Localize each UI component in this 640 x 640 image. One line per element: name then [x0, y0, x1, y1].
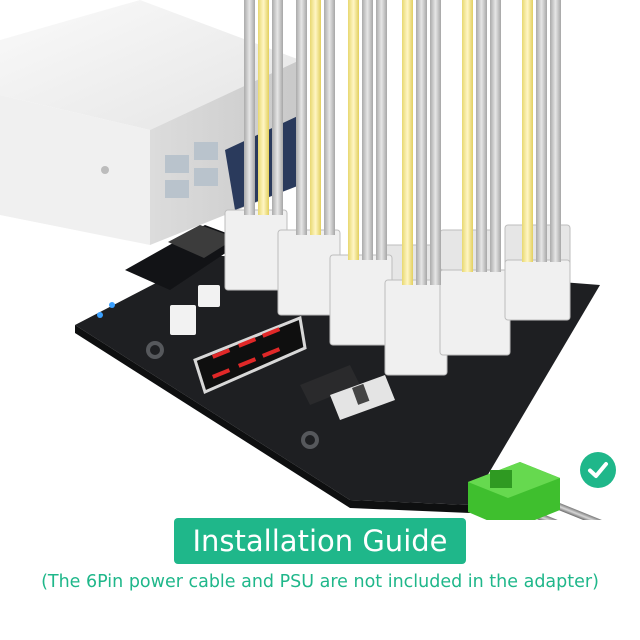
disclaimer-note: (The 6Pin power cable and PSU are not in…: [41, 572, 599, 592]
check-icon: [580, 452, 616, 488]
green-terminal-connector: [468, 462, 606, 520]
led-display-segments: [211, 327, 281, 379]
product-photo: [0, 0, 606, 520]
installation-guide-banner: Installation Guide: [174, 518, 466, 564]
pcie-cable-bundle: [224, 0, 571, 376]
check-badge: [580, 452, 616, 488]
